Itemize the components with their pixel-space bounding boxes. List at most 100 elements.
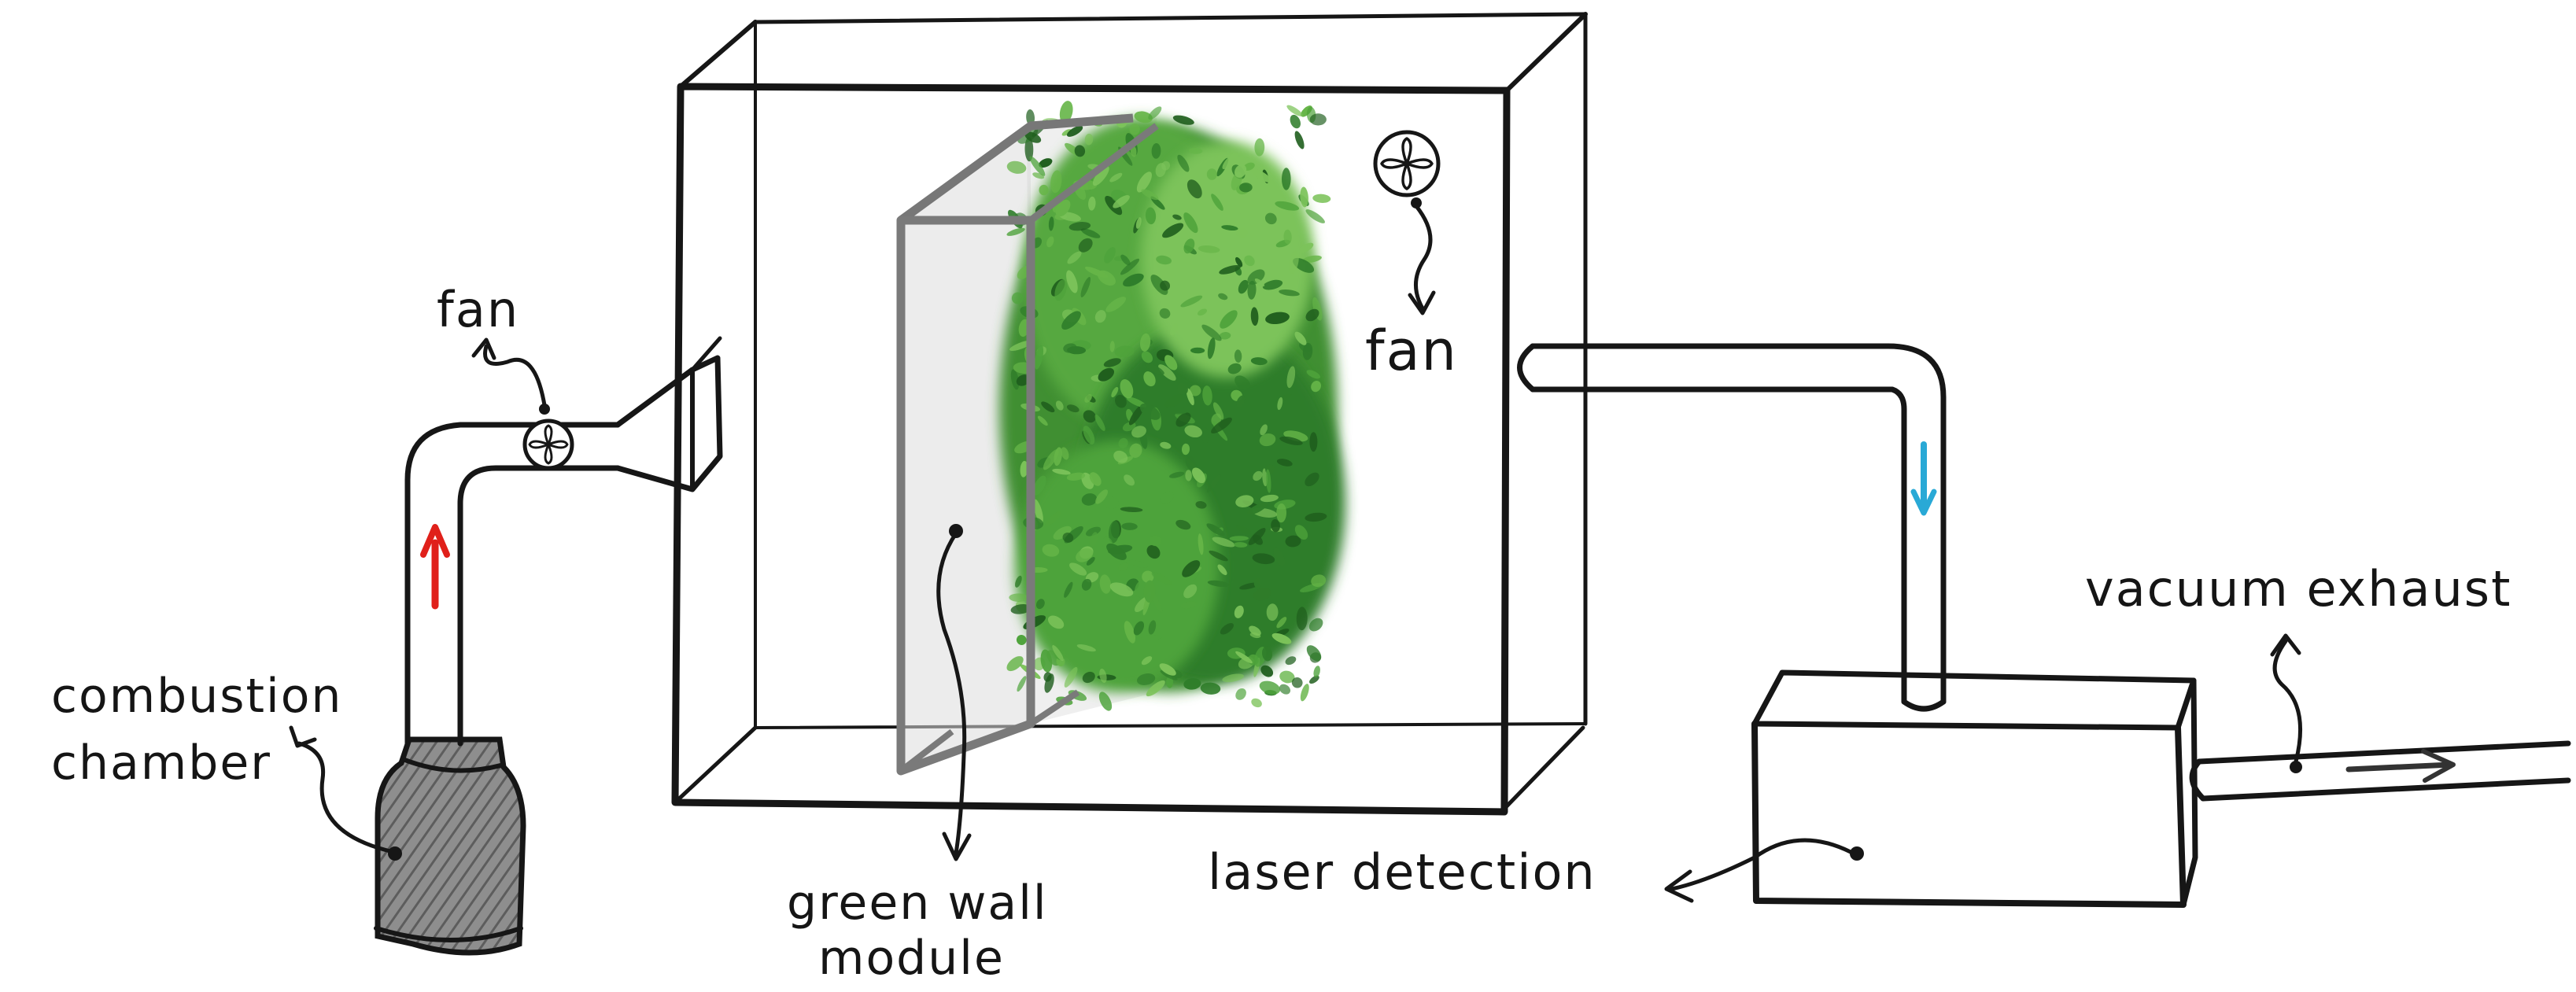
- leaf: [1239, 183, 1253, 193]
- leaf: [1094, 310, 1106, 323]
- leaf: [1254, 138, 1265, 157]
- leaf: [1290, 114, 1301, 129]
- fan-label-right: fan: [1365, 319, 1458, 383]
- outlet-pipe: [1517, 343, 1947, 712]
- leaf: [1061, 447, 1069, 460]
- leaf: [1185, 470, 1192, 481]
- leaf: [1312, 194, 1331, 203]
- leaf: [1165, 676, 1174, 688]
- leaf: [1235, 688, 1246, 700]
- flow-arrow-up: [420, 524, 450, 610]
- leaf: [1219, 265, 1241, 275]
- leaf: [1035, 599, 1045, 610]
- leaf: [1271, 519, 1280, 533]
- leaf: [1074, 145, 1086, 157]
- leaf: [1235, 525, 1252, 535]
- leaf: [1312, 297, 1323, 321]
- leaf: [1067, 251, 1082, 264]
- leaf: [1076, 548, 1094, 562]
- leaf: [1183, 212, 1198, 234]
- leaf: [1143, 580, 1156, 603]
- leaf: [1183, 678, 1201, 690]
- leaf: [1220, 623, 1234, 635]
- leaf: [1235, 256, 1243, 267]
- leaf: [1144, 363, 1164, 375]
- leaf: [1155, 163, 1166, 178]
- leaf: [1055, 400, 1064, 411]
- leaf: [1045, 511, 1061, 526]
- leaf: [1054, 279, 1067, 301]
- leaf: [1139, 403, 1161, 420]
- leaf: [1183, 584, 1198, 599]
- leaf: [1160, 441, 1172, 449]
- leaf: [1094, 414, 1105, 431]
- leaf: [1264, 212, 1277, 225]
- leaf: [1033, 499, 1043, 524]
- leaf: [1141, 189, 1159, 201]
- leaf: [1253, 470, 1263, 481]
- leaf: [1182, 560, 1201, 577]
- leaf: [1234, 375, 1251, 391]
- leaf: [1262, 646, 1272, 662]
- leaf: [1177, 154, 1190, 172]
- leaf: [1212, 537, 1235, 548]
- leaf: [1234, 605, 1244, 618]
- leaf: [1250, 357, 1268, 366]
- leaf: [1053, 526, 1072, 540]
- leaf: [1306, 645, 1322, 662]
- laser-detection-unit: [1751, 669, 2198, 908]
- leaf: [1066, 472, 1086, 481]
- leaf: [1195, 501, 1207, 509]
- leaf: [1253, 588, 1271, 601]
- leaf: [1124, 474, 1135, 486]
- leaf: [1172, 275, 1187, 285]
- leaf: [1017, 676, 1027, 692]
- leaf: [1076, 644, 1096, 652]
- leaf: [1041, 401, 1055, 413]
- leaf: [1221, 225, 1238, 231]
- foliage: [999, 101, 1345, 711]
- leaf: [1309, 113, 1327, 126]
- leaf: [1048, 216, 1054, 231]
- leaf: [1282, 168, 1291, 190]
- leaf: [1120, 507, 1143, 512]
- leaf: [1105, 297, 1127, 312]
- leaf: [1175, 519, 1191, 530]
- leaf: [1024, 137, 1034, 162]
- leaf: [1123, 273, 1144, 287]
- leaf: [1234, 349, 1242, 363]
- leaf: [1081, 578, 1092, 591]
- leaf: [1047, 615, 1065, 629]
- leaf: [1135, 217, 1142, 229]
- fan-left-pointer: [483, 344, 547, 407]
- leaf: [1034, 345, 1044, 370]
- leaf: [1061, 129, 1072, 136]
- leaf: [1159, 663, 1176, 676]
- leaf: [1088, 196, 1096, 211]
- leaf: [1299, 341, 1311, 352]
- leaf: [1095, 489, 1109, 504]
- leaf: [1273, 548, 1286, 566]
- leaf: [1251, 698, 1262, 708]
- leaf: [1032, 475, 1046, 496]
- leaf: [1286, 105, 1303, 116]
- leaf: [1175, 412, 1191, 427]
- leaf: [1050, 170, 1062, 194]
- leaf: [1288, 250, 1299, 274]
- leaf: [1029, 156, 1046, 176]
- leaf: [1052, 645, 1064, 662]
- leaf: [1146, 544, 1161, 559]
- leaf: [1149, 535, 1162, 547]
- leaf: [1206, 474, 1221, 493]
- flow-arrow-down: [1910, 441, 1937, 516]
- leaf: [1200, 682, 1221, 695]
- leaf: [1141, 635, 1162, 640]
- leaf: [1294, 331, 1307, 345]
- leaf: [1046, 236, 1054, 248]
- test-chamber: [671, 12, 1588, 816]
- leaf: [1250, 307, 1259, 326]
- leaf: [1252, 553, 1275, 565]
- leaf: [1308, 618, 1323, 632]
- leaf: [1114, 394, 1127, 408]
- leaf: [1207, 580, 1230, 588]
